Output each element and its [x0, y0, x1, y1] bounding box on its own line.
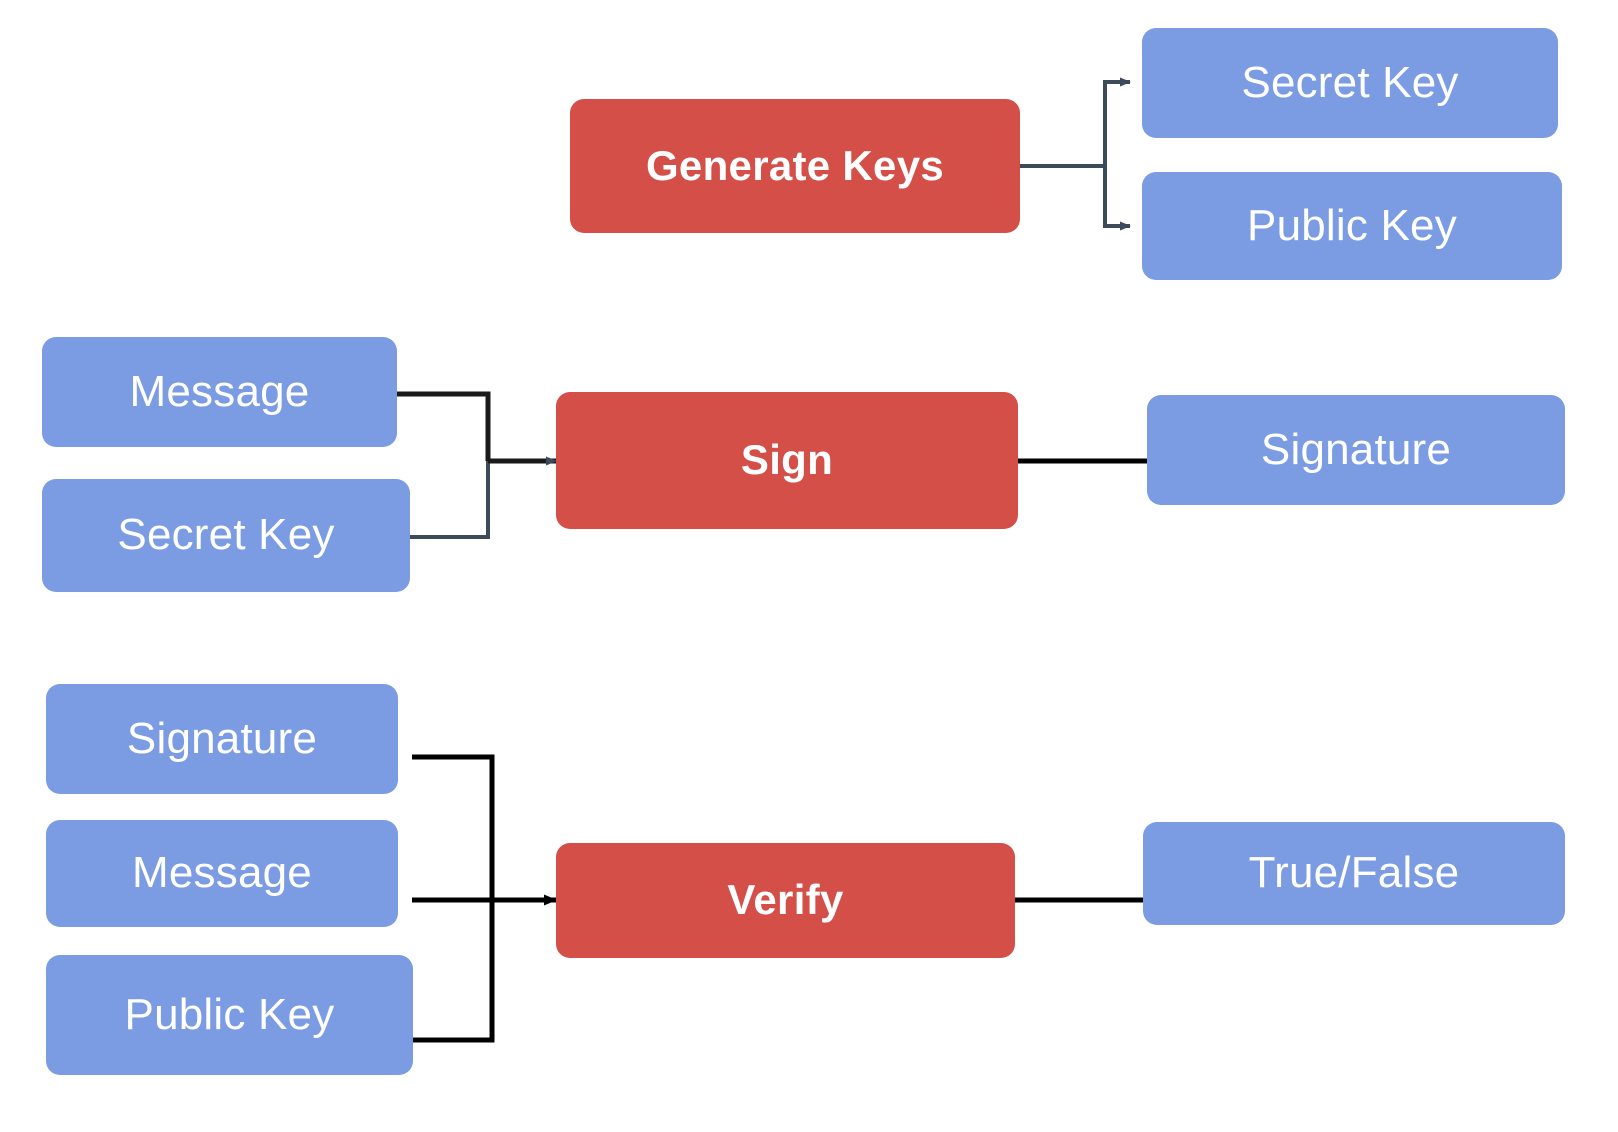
output-public-key[interactable]: Public Key	[1142, 172, 1562, 280]
output-secret-key[interactable]: Secret Key	[1142, 28, 1558, 138]
output-secret-key-label: Secret Key	[1241, 57, 1459, 107]
process-verify-label: Verify	[727, 876, 844, 924]
input-verify-message-label: Message	[132, 848, 312, 898]
connector-sign-inputs	[397, 391, 557, 539]
output-true-false[interactable]: True/False	[1143, 822, 1565, 925]
process-verify[interactable]: Verify	[556, 843, 1015, 958]
process-generate-keys[interactable]: Generate Keys	[570, 99, 1020, 233]
input-sign-message-label: Message	[129, 366, 310, 416]
input-sign-message[interactable]: Message	[42, 337, 397, 447]
input-sign-secret-key[interactable]: Secret Key	[42, 479, 410, 592]
output-signature-label: Signature	[1260, 424, 1452, 474]
input-verify-public-key[interactable]: Public Key	[46, 955, 413, 1075]
process-sign-label: Sign	[740, 436, 834, 484]
input-sign-secret-key-label: Secret Key	[117, 510, 335, 560]
input-verify-signature[interactable]: Signature	[46, 684, 398, 794]
input-verify-public-key-label: Public Key	[124, 989, 335, 1039]
output-true-false-label: True/False	[1248, 848, 1460, 898]
process-sign[interactable]: Sign	[556, 392, 1018, 529]
output-public-key-label: Public Key	[1247, 200, 1457, 250]
input-verify-message[interactable]: Message	[46, 820, 398, 927]
output-signature[interactable]: Signature	[1147, 395, 1565, 505]
connector-generate-keys-fork	[1020, 77, 1131, 231]
connector-verify-inputs	[412, 754, 557, 1043]
input-verify-signature-label: Signature	[126, 713, 318, 763]
process-generate-keys-label: Generate Keys	[645, 141, 945, 189]
